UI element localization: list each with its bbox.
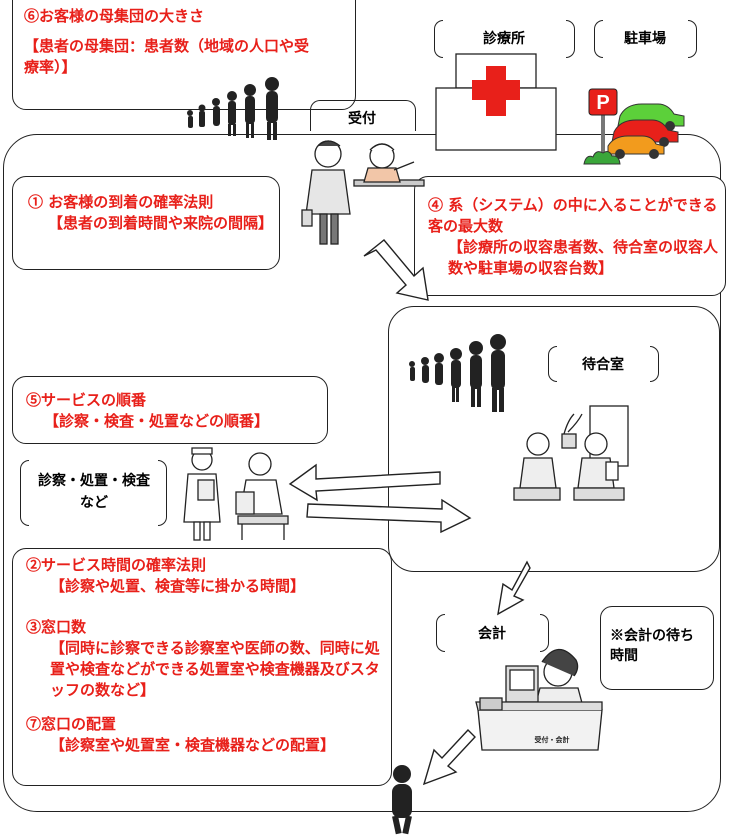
service-time-title: ②サービス時間の確率法則 — [26, 556, 207, 574]
reception-staff-icon — [301, 140, 425, 245]
counters-title: ③窓口数 — [26, 618, 87, 636]
capacity-detail: 【診療所の収容患者数、待合室の収容人数や駐車場の収容台数】 — [448, 238, 719, 277]
arrival-title: ① お客様の到着の確率法則 — [28, 193, 214, 211]
population-detail: 【患者の母集団：患者数（地域の人口や受療率）】 — [24, 37, 310, 76]
reception-frame — [310, 100, 416, 131]
service-order-title: ⑤サービスの順番 — [26, 391, 147, 409]
reception-label: 受付 — [348, 111, 376, 127]
parked-cars-icon — [607, 103, 685, 159]
clinic-building — [435, 53, 557, 151]
doctor-nurse-icon — [183, 447, 289, 541]
service-order-box — [12, 376, 328, 444]
population-box — [12, 0, 356, 110]
accounting-counter-icon: 受付・会計 — [475, 648, 603, 751]
waiting-queue-icon — [409, 334, 506, 412]
capacity-box — [414, 176, 726, 296]
patient-queue-icon — [187, 77, 279, 140]
accounting-label: 会計 — [478, 626, 506, 642]
arrival-box — [12, 176, 280, 270]
waiting-room-label: 待合室 — [582, 357, 624, 373]
accounting-wait-note: ※会計の待ち時間 — [610, 628, 694, 664]
exiting-patient-icon — [392, 765, 412, 835]
svg-text:P: P — [596, 92, 609, 114]
parking-sign-icon: P — [588, 88, 618, 156]
accounting-wait-box — [600, 606, 714, 690]
layout-detail: 【診察室や処置室・検査機器などの配置】 — [50, 736, 336, 754]
service-order-detail: 【診察・検査・処置などの順番】 — [44, 412, 270, 430]
counters-detail: 【同時に診察できる診察室や医師の数、同時に処置や検査などができる処置室や検査機器… — [50, 639, 380, 699]
arrival-detail: 【患者の到着時間や来院の間隔】 — [48, 214, 274, 232]
clinic-label: 診療所 — [483, 31, 525, 47]
service-box — [12, 548, 392, 786]
capacity-title: ④ 系（システム）の中に入ることができる客の最大数 — [428, 196, 718, 235]
waiting-patients-icon — [513, 405, 629, 501]
parking-label: 駐車場 — [624, 31, 666, 47]
bush-icon — [583, 151, 621, 165]
svg-text:受付・会計: 受付・会計 — [535, 735, 570, 744]
service-time-detail: 【診察や処置、検査等に掛かる時間】 — [50, 577, 306, 595]
exam-label: 診察・処置・検査など — [38, 473, 150, 511]
layout-title: ⑦窓口の配置 — [26, 715, 117, 733]
population-title: ⑥お客様の母集団の大きさ — [24, 7, 205, 25]
